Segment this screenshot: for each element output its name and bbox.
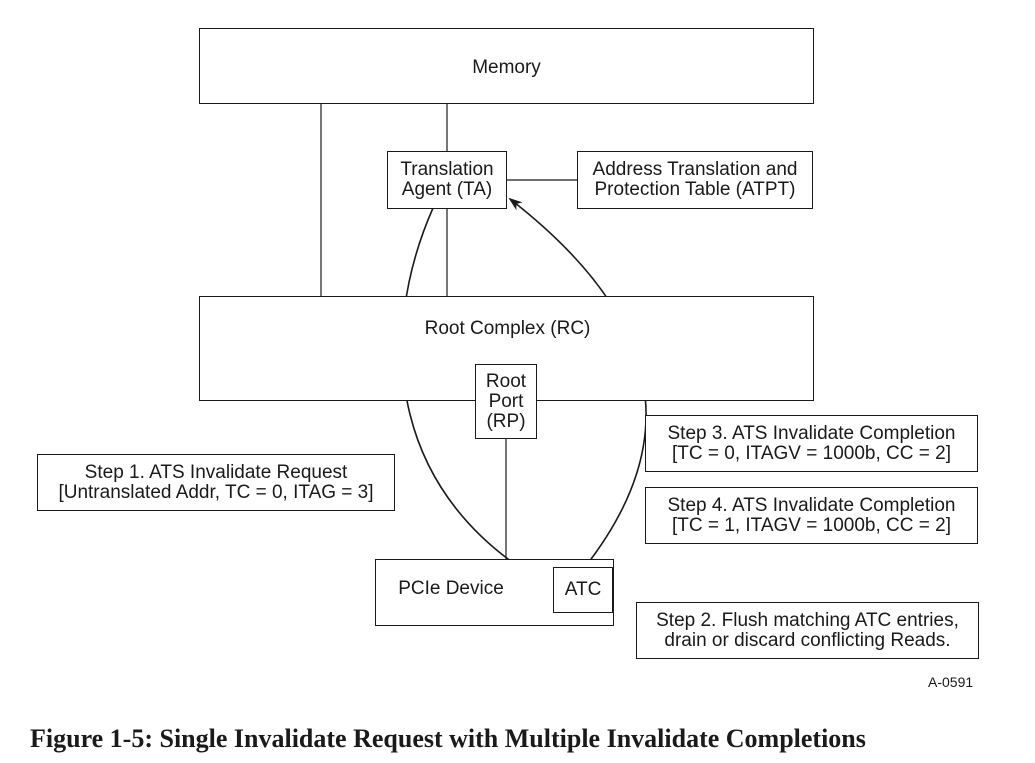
step1-line-2: [Untranslated Addr, TC = 0, ITAG = 3] bbox=[58, 481, 374, 503]
figure-caption: Figure 1-5: Single Invalidate Request wi… bbox=[30, 724, 866, 753]
ta-line-2: Agent (TA) bbox=[401, 179, 493, 200]
atc-label: ATC bbox=[564, 579, 602, 600]
atpt-line-1: Address Translation and bbox=[592, 159, 798, 180]
invalidate-request-arrow bbox=[401, 207, 554, 588]
root-port-box: Root Port (RP) bbox=[475, 364, 537, 439]
atc-box: ATC bbox=[553, 567, 613, 613]
step3-line-2: [TC = 0, ITAGV = 1000b, CC = 2] bbox=[672, 442, 951, 464]
ta-line-1: Translation bbox=[400, 159, 494, 180]
memory-label: Memory bbox=[472, 57, 541, 78]
step2-line-2: drain or discard conflicting Reads. bbox=[664, 629, 951, 651]
step4-box: Step 4. ATS Invalidate Completion [TC = … bbox=[645, 487, 978, 544]
step2-line-1: Step 2. Flush matching ATC entries, bbox=[656, 609, 959, 631]
step2-box: Step 2. Flush matching ATC entries, drai… bbox=[636, 602, 979, 659]
rp-line-2: Port bbox=[488, 390, 524, 412]
atpt-box: Address Translation and Protection Table… bbox=[577, 151, 813, 209]
step3-box: Step 3. ATS Invalidate Completion [TC = … bbox=[645, 415, 978, 472]
step4-line-2: [TC = 1, ITAGV = 1000b, CC = 2] bbox=[672, 514, 951, 536]
step1-box: Step 1. ATS Invalidate Request [Untransl… bbox=[37, 454, 395, 511]
step1-line-1: Step 1. ATS Invalidate Request bbox=[84, 461, 348, 483]
step3-line-1: Step 3. ATS Invalidate Completion bbox=[667, 422, 956, 444]
figure-id: A-0591 bbox=[928, 674, 974, 690]
rp-line-1: Root bbox=[485, 370, 527, 392]
root-complex-label: Root Complex (RC) bbox=[424, 318, 591, 339]
translation-agent-box: Translation Agent (TA) bbox=[387, 151, 507, 209]
step4-line-1: Step 4. ATS Invalidate Completion bbox=[667, 494, 956, 516]
rp-line-3: (RP) bbox=[486, 410, 526, 432]
atpt-line-2: Protection Table (ATPT) bbox=[594, 179, 796, 200]
memory-box bbox=[199, 28, 814, 104]
pcie-device-label: PCIe Device bbox=[398, 578, 504, 599]
